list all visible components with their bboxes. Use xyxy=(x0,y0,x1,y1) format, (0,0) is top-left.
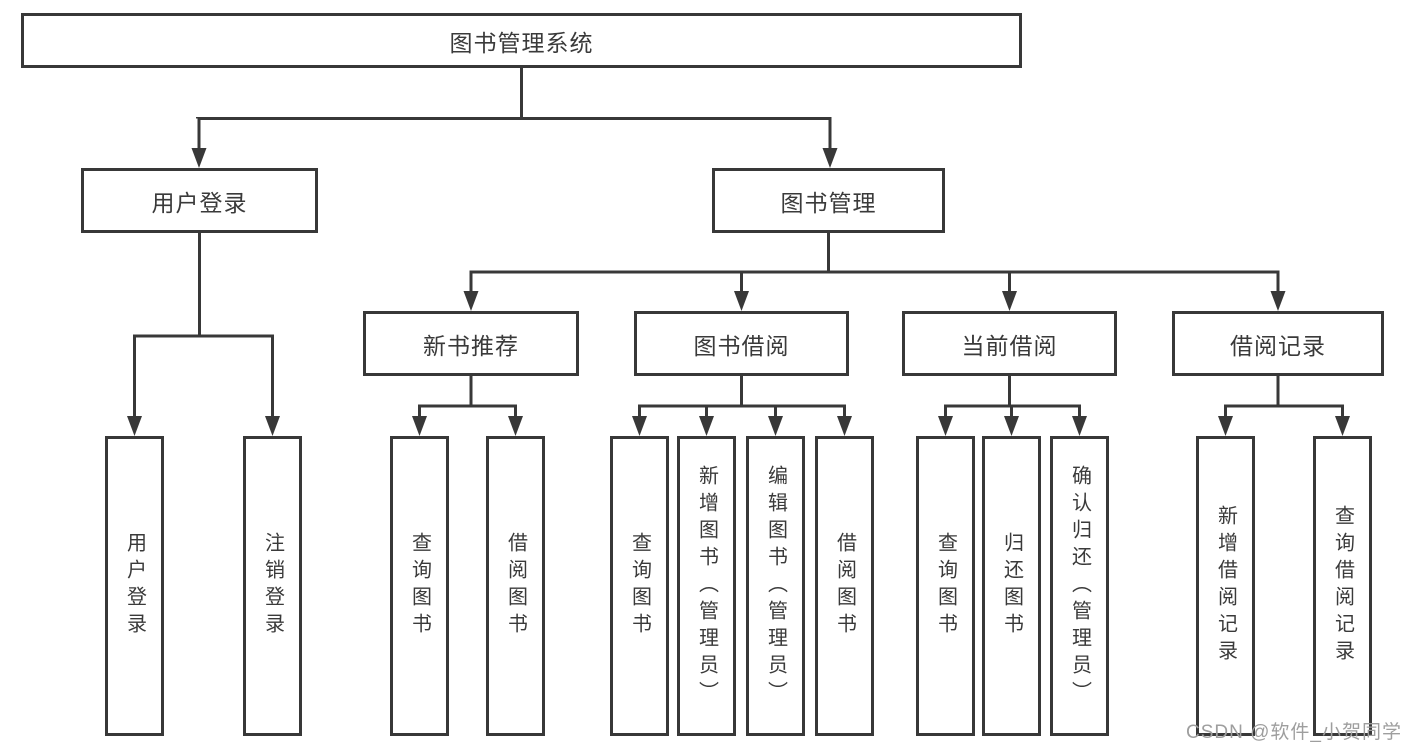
node-current-borrowing: 当前借阅 xyxy=(902,311,1117,376)
node-user-login: 用户登录 xyxy=(81,168,318,233)
node-book-borrowing: 图书借阅 xyxy=(634,311,849,376)
leaf-edit-book-admin: 编辑图书（管理员） xyxy=(746,436,805,736)
leaf-query-books-borrowing: 查询图书 xyxy=(610,436,669,736)
leaf-label: 新增借阅记录 xyxy=(1214,505,1237,667)
leaf-logout: 注销登录 xyxy=(243,436,302,736)
leaf-label: 新增图书（管理员） xyxy=(695,464,718,708)
leaf-confirm-return-admin: 确认归还（管理员） xyxy=(1050,436,1109,736)
leaf-label: 确认归还（管理员） xyxy=(1068,464,1091,708)
leaf-label: 借阅图书 xyxy=(833,532,856,640)
leaf-label: 查询借阅记录 xyxy=(1331,505,1354,667)
leaf-label: 归还图书 xyxy=(1000,532,1023,640)
leaf-query-books-current: 查询图书 xyxy=(916,436,975,736)
leaf-label: 查询图书 xyxy=(628,532,651,640)
leaf-add-book-admin: 新增图书（管理员） xyxy=(677,436,736,736)
leaf-label: 查询图书 xyxy=(934,532,957,640)
leaf-label: 注销登录 xyxy=(261,532,284,640)
leaf-query-borrow-record: 查询借阅记录 xyxy=(1313,436,1372,736)
leaf-label: 用户登录 xyxy=(123,532,146,640)
leaf-label: 编辑图书（管理员） xyxy=(764,464,787,708)
leaf-label: 查询图书 xyxy=(408,532,431,640)
watermark: CSDN @软件_小贺同学 xyxy=(1186,722,1402,743)
node-library-management-system: 图书管理系统 xyxy=(21,13,1022,68)
leaf-query-books-recommend: 查询图书 xyxy=(390,436,449,736)
leaf-borrow-books-borrowing: 借阅图书 xyxy=(815,436,874,736)
node-new-book-recommend: 新书推荐 xyxy=(363,311,579,376)
node-book-management: 图书管理 xyxy=(712,168,945,233)
leaf-return-books: 归还图书 xyxy=(982,436,1041,736)
leaf-user-login: 用户登录 xyxy=(105,436,164,736)
node-borrowing-records: 借阅记录 xyxy=(1172,311,1384,376)
leaf-borrow-books-recommend: 借阅图书 xyxy=(486,436,545,736)
leaf-label: 借阅图书 xyxy=(504,532,527,640)
leaf-add-borrow-record: 新增借阅记录 xyxy=(1196,436,1255,736)
